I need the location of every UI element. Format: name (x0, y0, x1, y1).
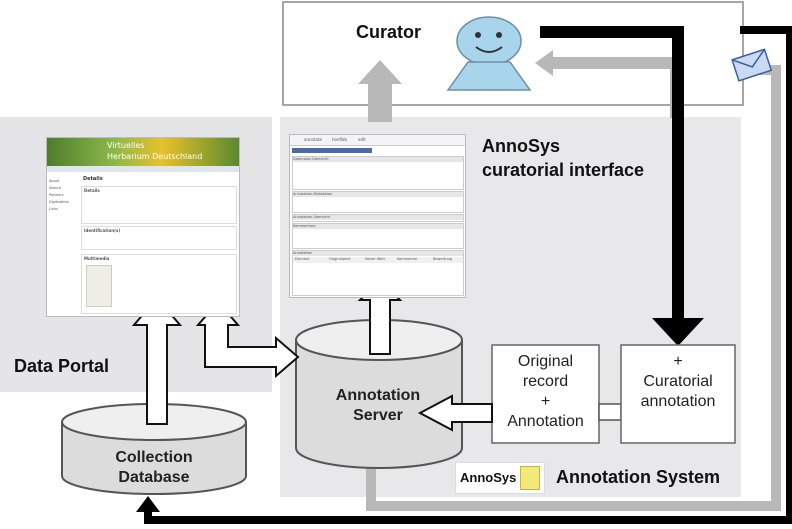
nav-item-partners[interactable]: Partners (49, 193, 64, 197)
nav-item-search[interactable]: Search (49, 186, 62, 190)
portal-section-multimedia: Multimedia (84, 256, 110, 261)
col-comment: Kommentar (397, 257, 418, 261)
portal-section-identification: Identification(s) (84, 228, 121, 233)
annotation-server-line2: Server (353, 407, 403, 424)
collection-database-label: Collection Database (70, 448, 238, 488)
portal-page-heading: Details (83, 176, 103, 182)
collection-database-line1: Collection (115, 449, 193, 466)
curator-label: Curator (356, 22, 422, 42)
data-portal-label: Data Portal (14, 356, 110, 376)
annotation-server-cylinder (295, 319, 463, 469)
banner-title-line1: Virtuelles (107, 141, 145, 150)
nav-item-links[interactable]: Links (49, 207, 58, 211)
annotation-server-label: Annotation Server (310, 386, 446, 426)
annosys-section-2: Annotation-Metadaten (292, 191, 464, 213)
feedback-arrowhead (535, 50, 553, 76)
original-record-label: Original record + Annotation (492, 352, 599, 432)
nav-item-about[interactable]: About (49, 179, 60, 183)
section-header-5: Annotation (293, 251, 463, 256)
nav-item-digitisation[interactable]: Digitisation (49, 200, 69, 204)
interface-to-curator-arrow (358, 60, 402, 122)
portal-identification-block: Identification(s) (81, 226, 237, 250)
curatorial-annotation-line2: Curatorial (643, 373, 713, 390)
col-rating: Bewertung (433, 257, 453, 261)
curator-icon (446, 16, 532, 91)
original-record-line1: Original (517, 353, 574, 370)
write-back-arrowhead (136, 496, 160, 512)
annosys-section-3: Annotation-Übersicht (292, 214, 464, 222)
annosys-section-5: Annotation Element Originalwert Neuer We… (292, 250, 464, 296)
portal-details-block: Details (81, 186, 237, 224)
col-element: Element (295, 257, 310, 261)
annotation-server-line1: Annotation (335, 387, 421, 404)
annosys-section-1: Datensatz-Übersicht (292, 156, 464, 190)
original-record-line4: Annotation (507, 413, 584, 430)
toolbar-edit[interactable]: edit (358, 137, 366, 142)
annosys-logo-text: AnnoSys (460, 470, 517, 485)
curatorial-annotation-label: + Curatorial annotation (621, 352, 735, 412)
curator-to-annotation-arrowhead (652, 318, 704, 346)
original-record-line2: record (522, 373, 569, 390)
portal-nav-bar (47, 166, 239, 172)
curatorial-annotation-line3: annotation (640, 393, 716, 410)
annosys-section-4: Kommentare (292, 223, 464, 249)
curatorial-annotation-box (620, 344, 736, 444)
portal-multimedia-block: Multimedia (81, 254, 237, 314)
section-header-1: Datensatz-Übersicht (293, 157, 463, 162)
curatorial-interface-label-line2: curatorial interface (482, 160, 645, 180)
annosys-interface-screenshot: annotate hoeflab edit Datensatz-Übersich… (289, 134, 466, 298)
box-connector (598, 403, 622, 421)
annosys-logo: AnnoSys (455, 462, 545, 494)
col-new: Neuer Wert (365, 257, 385, 261)
collection-database-line2: Database (118, 469, 190, 486)
section-header-2: Annotation-Metadaten (293, 192, 463, 197)
section-header-3: Annotation-Übersicht (293, 215, 463, 220)
envelope-icon (731, 48, 773, 82)
annotation-table-header: Element Originalwert Neuer Wert Kommenta… (293, 257, 463, 263)
portal-side-nav: About Search Partners Digitisation Links (49, 178, 75, 213)
toolbar-hoeflab[interactable]: hoeflab (332, 137, 347, 142)
annotation-system-label: Annotation System (556, 467, 721, 487)
record-to-server-arrow (417, 394, 493, 432)
banner-title-line2: Herbarium Deutschland (107, 152, 203, 161)
col-original: Originalwert (329, 257, 351, 261)
write-back-path (144, 26, 792, 524)
original-record-line3: + (540, 393, 551, 410)
data-portal-screenshot: Virtuelles Herbarium Deutschland About S… (46, 137, 240, 317)
annosys-toolbar: annotate hoeflab edit (290, 135, 465, 146)
portal-section-details: Details (84, 188, 100, 193)
section-header-4: Kommentare (293, 224, 463, 229)
curator-to-annotation-path (540, 26, 684, 318)
portal-banner: Virtuelles Herbarium Deutschland (47, 138, 239, 166)
toolbar-annotate[interactable]: annotate (304, 137, 323, 142)
herbarium-specimen-image (86, 265, 112, 307)
original-record-box (491, 344, 600, 444)
curatorial-interface-label-line1: AnnoSys (482, 136, 561, 156)
curatorial-annotation-line1: + (673, 353, 683, 370)
sticky-note-icon (520, 466, 540, 490)
annosys-title-bar (292, 148, 372, 153)
